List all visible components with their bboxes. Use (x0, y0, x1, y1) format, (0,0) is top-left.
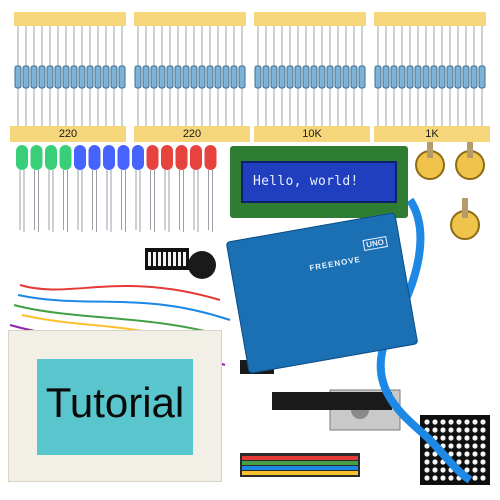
board-model-text: UNO (362, 236, 388, 252)
lcd-text: Hello, world! (253, 174, 359, 189)
lcd-screen: Hello, world! (241, 161, 397, 203)
resistor-label-1k: 1K (374, 126, 490, 142)
resistor-label-220-a: 220 (10, 126, 126, 142)
resistor-label-10k: 10K (254, 126, 370, 142)
resistor-label-220-b: 220 (134, 126, 250, 142)
tutorial-overlay: Tutorial (37, 359, 193, 455)
board-brand-text: FREENOVE (308, 254, 362, 273)
lcd-module: Hello, world! (230, 146, 408, 218)
tutorial-text: Tutorial (45, 379, 185, 426)
breadboard: Tutorial (8, 330, 222, 482)
